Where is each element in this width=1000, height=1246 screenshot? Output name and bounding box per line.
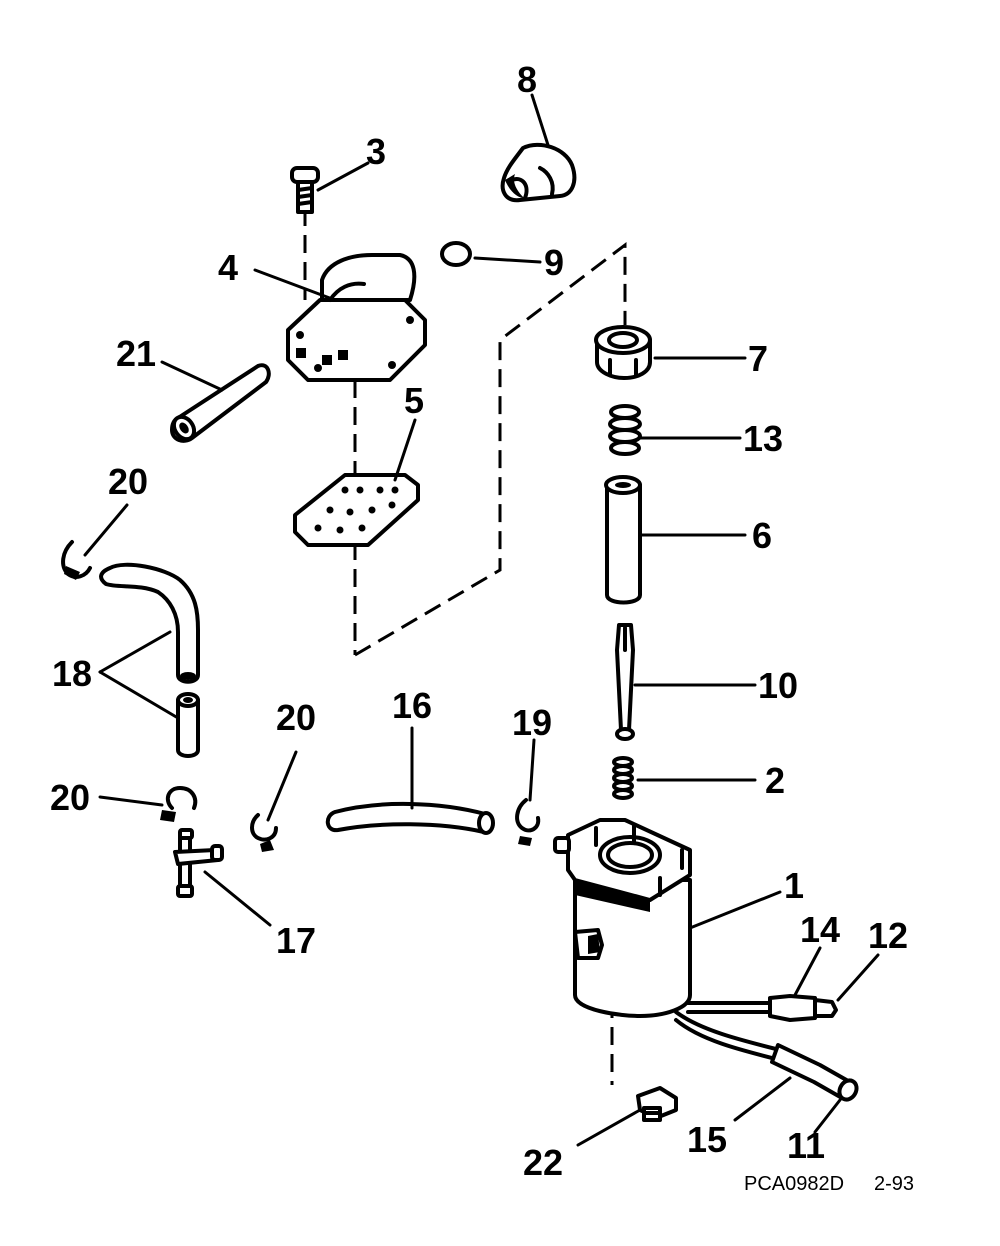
revision-date: 2-93 xyxy=(874,1173,914,1195)
part-20-clip-top xyxy=(61,540,92,580)
callout-15: 15 xyxy=(687,1119,727,1160)
callout-1: 1 xyxy=(784,865,804,906)
callout-labels: 8 3 4 9 21 5 7 13 6 10 2 1 14 12 15 11 2… xyxy=(50,59,908,1183)
callout-18: 18 xyxy=(52,653,92,694)
callout-13: 13 xyxy=(743,418,783,459)
part-7-cap xyxy=(594,325,652,380)
callout-5: 5 xyxy=(404,380,424,421)
callout-22: 22 xyxy=(523,1142,563,1183)
callout-20-bottom: 20 xyxy=(50,777,90,818)
part-16-hose xyxy=(325,801,495,835)
wire-harness xyxy=(674,994,859,1102)
callout-9: 9 xyxy=(544,242,564,283)
callout-16: 16 xyxy=(392,685,432,726)
callout-7: 7 xyxy=(748,338,768,379)
callout-21: 21 xyxy=(116,333,156,374)
part-9-o-ring xyxy=(440,241,472,267)
callout-11: 11 xyxy=(787,1125,825,1166)
callout-3: 3 xyxy=(366,131,386,172)
part-20-clip-middle xyxy=(250,813,278,852)
callout-leader-lines xyxy=(83,93,880,1147)
part-1-pump-body xyxy=(553,818,692,1018)
part-8-elbow-fitting xyxy=(500,142,577,203)
part-6-tube xyxy=(604,475,642,605)
callout-6: 6 xyxy=(752,515,772,556)
callout-17: 17 xyxy=(276,920,316,961)
part-2-small-spring xyxy=(612,756,634,800)
callout-8: 8 xyxy=(517,59,537,100)
callout-14: 14 xyxy=(800,909,840,950)
part-code: PCA0982D xyxy=(744,1173,844,1195)
diagram-footer: PCA0982D 2-93 xyxy=(744,1173,914,1195)
part-4-pump-cover xyxy=(286,253,427,382)
part-5-diaphragm-plate xyxy=(293,473,420,547)
callout-2: 2 xyxy=(765,760,785,801)
part-13-spring xyxy=(608,404,642,456)
callout-10: 10 xyxy=(758,665,798,706)
callout-12: 12 xyxy=(868,915,908,956)
part-18-hoses xyxy=(99,562,200,758)
part-10-plunger xyxy=(615,623,635,741)
part-19-clip xyxy=(515,798,541,846)
callout-20-middle: 20 xyxy=(276,697,316,738)
callout-4: 4 xyxy=(218,247,238,288)
part-21-hose xyxy=(170,363,271,443)
callout-19: 19 xyxy=(512,702,552,743)
part-3-screw xyxy=(290,166,320,214)
part-20-clip-bottom xyxy=(160,786,198,822)
callout-20-top: 20 xyxy=(108,461,148,502)
part-17-t-fitting xyxy=(173,828,224,898)
part-22-bolt xyxy=(636,1086,678,1122)
